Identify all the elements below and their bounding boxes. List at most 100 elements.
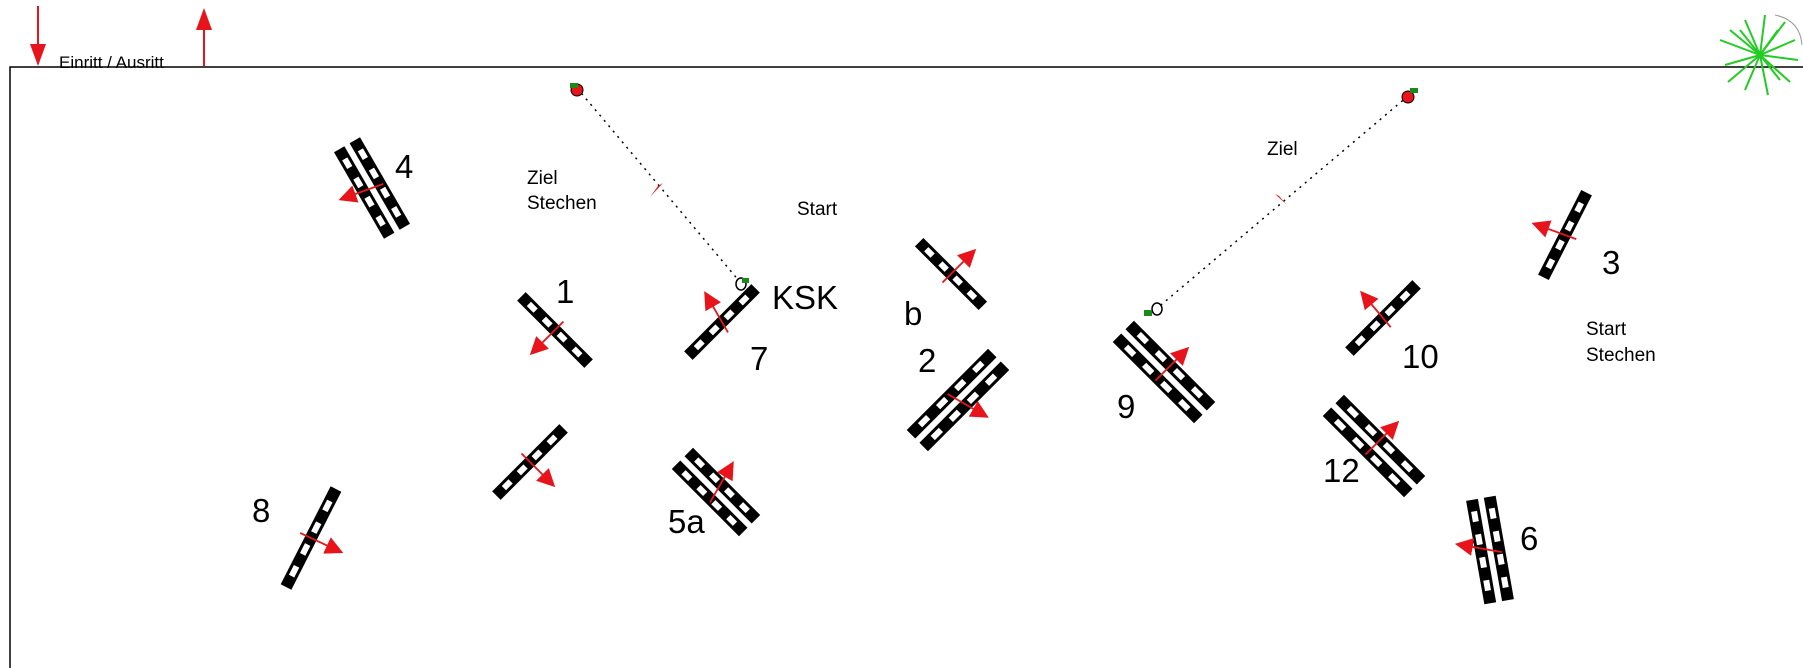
rail-stripe — [1123, 344, 1137, 357]
obstacle-2 — [906, 348, 1010, 452]
rail-stripe — [693, 339, 705, 351]
jumpoff-finish-label-2: Stechen — [527, 193, 597, 214]
rail-stripe — [531, 449, 543, 461]
finish-marker-icon — [570, 83, 584, 97]
rail-stripe — [1555, 239, 1565, 251]
rail — [334, 146, 395, 239]
rail-stripe — [1496, 553, 1505, 566]
obstacle-3-label: 3 — [1602, 244, 1620, 281]
rail-stripe — [1333, 418, 1347, 431]
rail-stripe — [379, 186, 391, 199]
rail — [919, 361, 1010, 452]
rail-stripe — [391, 206, 402, 218]
obstacle-6 — [1454, 495, 1514, 605]
rail-stripe — [1574, 201, 1584, 213]
jumpoff-start-label-2: Stechen — [1586, 345, 1656, 366]
rail-stripe — [954, 378, 967, 392]
obstacle-7-label: 7 — [750, 340, 768, 377]
rail-stripe — [966, 289, 978, 301]
rail-stripe — [1475, 533, 1483, 546]
rail-stripe — [311, 521, 322, 534]
direction-arrow-icon — [1275, 194, 1286, 204]
obstacle-5a — [671, 447, 761, 537]
direction-arrow-icon — [1154, 346, 1190, 382]
start-label: Start — [797, 199, 838, 220]
rail-stripe — [723, 309, 735, 321]
rail-stripe — [556, 331, 568, 343]
rail-stripe — [1354, 335, 1366, 347]
rail-stripe — [541, 316, 553, 328]
obstacle-ksk-label: KSK — [772, 279, 838, 316]
rail — [906, 348, 997, 439]
rail-stripe — [1370, 454, 1383, 468]
obstacle-8-label: 8 — [252, 492, 270, 529]
rail-stripe — [353, 176, 364, 189]
rail-stripe — [375, 215, 386, 227]
rail — [1466, 498, 1497, 605]
direction-arrow-icon — [338, 183, 384, 203]
direction-arrow-icon — [947, 393, 989, 418]
rail-stripe — [1471, 510, 1479, 523]
obstacle-6-label: 6 — [1520, 520, 1538, 557]
down-arrow-icon — [30, 6, 46, 66]
rail-stripe — [288, 564, 300, 578]
rail-stripe — [1154, 349, 1168, 363]
rail-stripe — [1384, 305, 1396, 317]
direction-arrow-icon — [520, 452, 556, 488]
rail-stripe — [1545, 258, 1556, 270]
direction-arrow-icon — [529, 320, 565, 356]
obstacle-1 — [517, 292, 593, 368]
obstacle-9 — [1112, 320, 1216, 424]
rail-stripe — [1382, 442, 1396, 455]
finish-line — [1154, 95, 1409, 311]
rail-stripe — [1400, 460, 1414, 473]
rail-stripe — [546, 434, 558, 446]
rail-stripe — [364, 195, 375, 208]
rail-stripe — [694, 457, 706, 469]
start-marker-icon — [735, 277, 749, 291]
rail-stripe — [1346, 405, 1359, 419]
rail-stripe — [501, 479, 513, 491]
rail-stripe — [948, 409, 962, 423]
rail-stripe — [966, 391, 980, 404]
rail-stripe — [1500, 576, 1509, 589]
rail-stripe — [1136, 331, 1149, 345]
finish-label: Ziel — [1267, 139, 1298, 160]
rail-stripe — [1160, 380, 1173, 394]
obstacle-1-label: 1 — [556, 273, 574, 310]
obstacle-8 — [280, 486, 344, 590]
rail-stripe — [681, 470, 693, 482]
rail-stripe — [1369, 320, 1381, 332]
jumpoff-finish-label-1: Ziel — [527, 168, 558, 189]
obstacle-12 — [1322, 394, 1426, 498]
rail-stripe — [952, 275, 964, 287]
rail-stripe — [1364, 423, 1378, 437]
rail-stripe — [917, 415, 931, 428]
direction-arrow-icon — [299, 532, 344, 554]
obstacle-3 — [1531, 189, 1592, 281]
rail-stripe — [357, 148, 368, 160]
rail-stripe — [322, 499, 333, 513]
rail-stripe — [723, 487, 735, 499]
obstacle-7 — [684, 284, 760, 360]
obstacle-10 — [1345, 280, 1421, 356]
rail-stripe — [368, 167, 380, 180]
rail-stripe — [984, 373, 998, 386]
obstacle-12-label: 12 — [1323, 452, 1360, 489]
rail-stripe — [1488, 507, 1497, 520]
jumpoff-start-label-1: Start — [1586, 319, 1627, 340]
direction-arrow-icon — [1364, 420, 1400, 456]
arena-boundary — [9, 66, 1803, 668]
rail-stripe — [1190, 386, 1204, 399]
finish-marker-icon — [1401, 88, 1418, 104]
rail-stripe — [1399, 290, 1411, 302]
rail-stripe — [300, 543, 311, 556]
rail-stripe — [738, 502, 750, 514]
rail-stripe — [935, 396, 949, 410]
direction-arrow-icon — [704, 291, 729, 333]
obstacle-9-label: 9 — [1117, 388, 1135, 425]
rail-stripe — [1564, 220, 1575, 232]
direction-arrow-icon — [1454, 538, 1502, 556]
rail-stripe — [1479, 556, 1487, 569]
